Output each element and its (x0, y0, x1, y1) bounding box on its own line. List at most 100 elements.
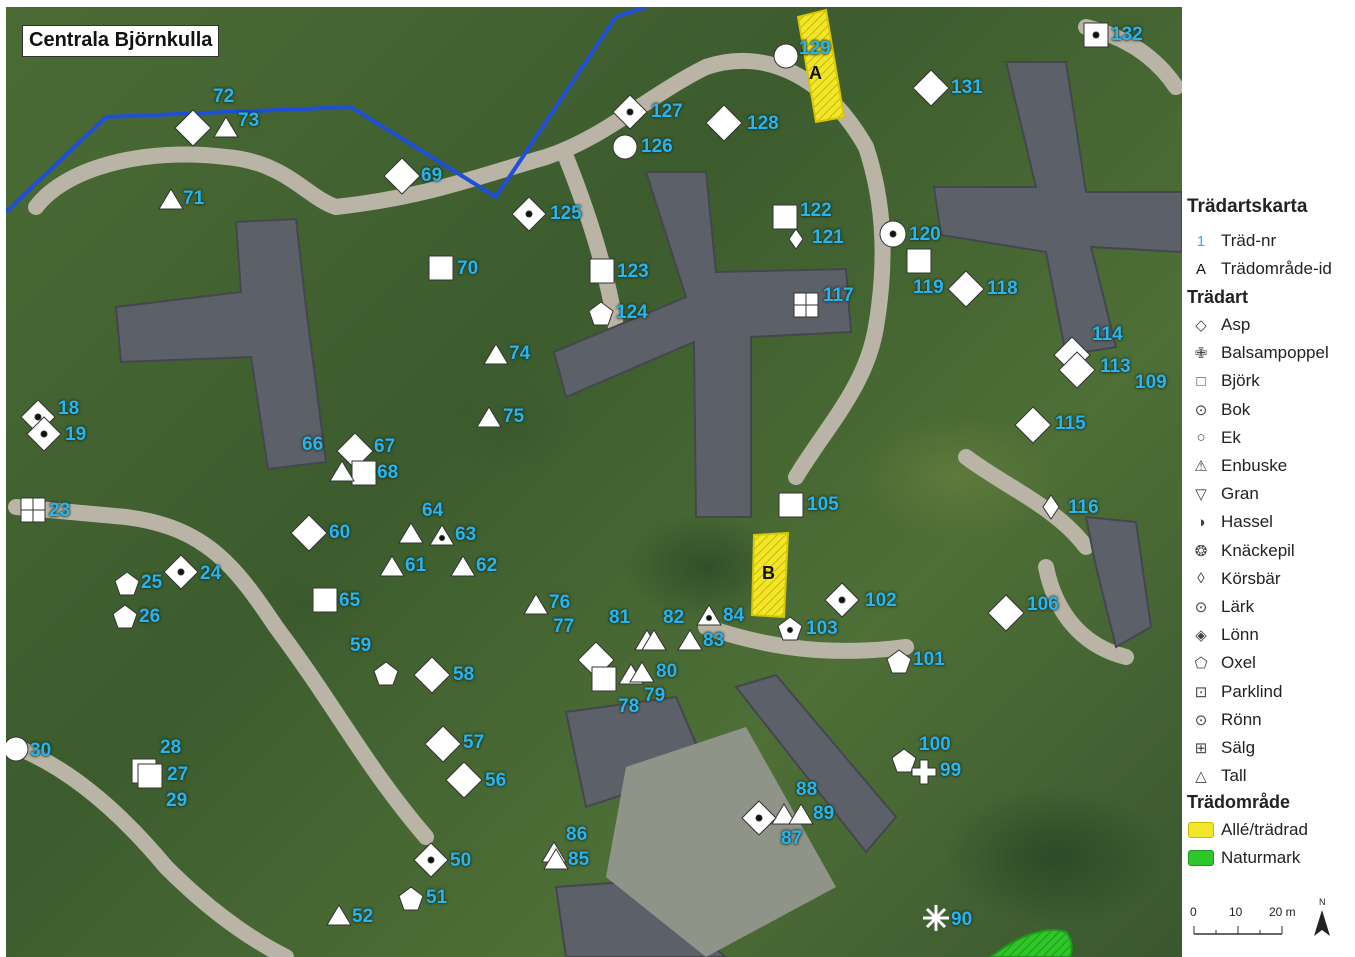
map-base-layer (6, 7, 1182, 957)
legend-item-label: Björk (1221, 371, 1260, 391)
asp-icon (1014, 406, 1052, 444)
tree-number-label: 60 (329, 522, 351, 543)
tree-number-label: 30 (30, 740, 52, 761)
tree-number-label: 86 (566, 824, 588, 845)
tall-icon: △ (1195, 768, 1207, 786)
alle-swatch-icon (1187, 820, 1215, 840)
legend-item-label: Asp (1221, 315, 1251, 334)
tree-number-label: 70 (457, 258, 479, 279)
tree-number-label: 121 (812, 227, 844, 248)
legend-item: ✙Balsampoppel (1187, 340, 1329, 366)
tree-number-label: 120 (909, 224, 941, 245)
legend-item: 1 Träd-nr (1187, 228, 1276, 254)
legend-item-label: Enbuske (1221, 456, 1288, 475)
lonn-icon: ◈ (1195, 627, 1207, 645)
legend-item: ▽Gran (1187, 481, 1259, 507)
tree-area-a[interactable] (796, 8, 846, 124)
tree-number-label: 99 (940, 760, 962, 781)
bjork-icon (312, 587, 338, 613)
oxel-icon (891, 748, 917, 773)
tree-number-label: 74 (509, 343, 531, 364)
tree-number-label: 83 (703, 630, 725, 651)
tall-icon (483, 343, 509, 365)
ronn-icon: ⊙ (1194, 711, 1208, 729)
tree-number-label: 105 (807, 494, 839, 515)
scale-tick-label: 10 (1229, 905, 1243, 919)
tree-number-label: 122 (800, 200, 832, 221)
lonn-icon (413, 842, 449, 878)
oxel-icon (398, 886, 424, 911)
tall-icon (450, 555, 476, 577)
tall-icon (523, 593, 549, 615)
bjork-icon: □ (1196, 372, 1206, 390)
tree-number-label: 131 (951, 77, 983, 98)
oxel-icon (373, 661, 399, 686)
naturmark-area[interactable] (989, 928, 1073, 957)
legend-item: ⊡Parklind (1187, 679, 1283, 705)
tree-number-label: 79 (644, 685, 666, 706)
hassel-icon: ◑ (1196, 513, 1206, 531)
tree-number-label: 18 (58, 398, 80, 419)
tree-number-label: 89 (813, 803, 835, 824)
tall-icon (677, 629, 703, 651)
bjork-icon (428, 255, 454, 281)
tree-number-label: 69 (421, 165, 443, 186)
tree-number-label: 57 (463, 732, 485, 753)
legend-item-label: Oxel (1221, 653, 1256, 673)
north-label: N (1319, 897, 1326, 907)
tree-number-label: 26 (139, 606, 161, 627)
legend-item: ◇Asp (1187, 312, 1250, 338)
tree-number-label: 61 (405, 555, 427, 576)
tree-area-b[interactable] (750, 531, 790, 619)
asp-icon (290, 514, 328, 552)
tree-number-label: 132 (1111, 24, 1143, 45)
legend-item: Allé/trädrad (1187, 817, 1308, 843)
tall-icon (326, 904, 352, 926)
tree-number-symbol: 1 (1196, 232, 1206, 250)
boundary-line (6, 7, 647, 214)
enbuske-icon (696, 604, 722, 626)
asp-icon (912, 69, 950, 107)
area-header: Trädområde (1187, 792, 1291, 812)
tree-number-label: 129 (799, 38, 831, 59)
legend-panel: Trädartskarta 1 Träd-nr A Trädområde-id … (1182, 0, 1355, 957)
asp-icon (947, 270, 985, 308)
tree-number-label: 127 (651, 101, 683, 122)
lonn-icon (824, 582, 860, 618)
legend-item-label: Hassel (1221, 512, 1273, 532)
ronn-icon (777, 616, 803, 641)
legend-item-label: Bok (1221, 399, 1251, 419)
tree-number-label: 119 (913, 277, 944, 298)
tree-number-label: 80 (656, 661, 678, 682)
oxel-icon: ⬠ (1194, 655, 1208, 673)
bjork-icon (772, 204, 798, 230)
tree-number-label: 109 (1135, 372, 1167, 393)
balsampoppel-icon (911, 759, 937, 785)
legend-item: ◈Lönn (1187, 622, 1259, 648)
legend-item: ○Ek (1187, 425, 1241, 451)
tree-number-label: 78 (618, 696, 640, 717)
tree-number-label: 128 (747, 113, 779, 134)
bjork-icon (351, 460, 377, 486)
tree-number-label: 113 (1100, 356, 1131, 377)
tree-number-label: 27 (167, 764, 189, 785)
legend-item-label: Parklind (1221, 681, 1283, 701)
tree-number-label: 87 (781, 828, 803, 849)
oxel-icon (886, 649, 912, 674)
oxel-icon (588, 301, 614, 326)
asp-icon (987, 594, 1025, 632)
tree-number-label: 64 (422, 500, 444, 521)
legend-item-label: Ek (1221, 427, 1241, 447)
legend-item: ⊙Bok (1187, 397, 1251, 423)
naturmark-swatch-icon (1187, 848, 1215, 868)
north-arrow-icon (1314, 910, 1330, 936)
legend-item: △Tall (1187, 763, 1246, 789)
legend-title: Trädartskarta (1187, 196, 1308, 217)
tree-number-label: 101 (913, 649, 945, 670)
parklind-icon (1083, 22, 1109, 48)
legend-item-label: Balsampoppel (1221, 343, 1329, 363)
tree-number-label: 19 (65, 424, 87, 445)
legend-item: □ Björk (1187, 368, 1260, 394)
legend-item: ❂Knäckepil (1187, 538, 1295, 564)
